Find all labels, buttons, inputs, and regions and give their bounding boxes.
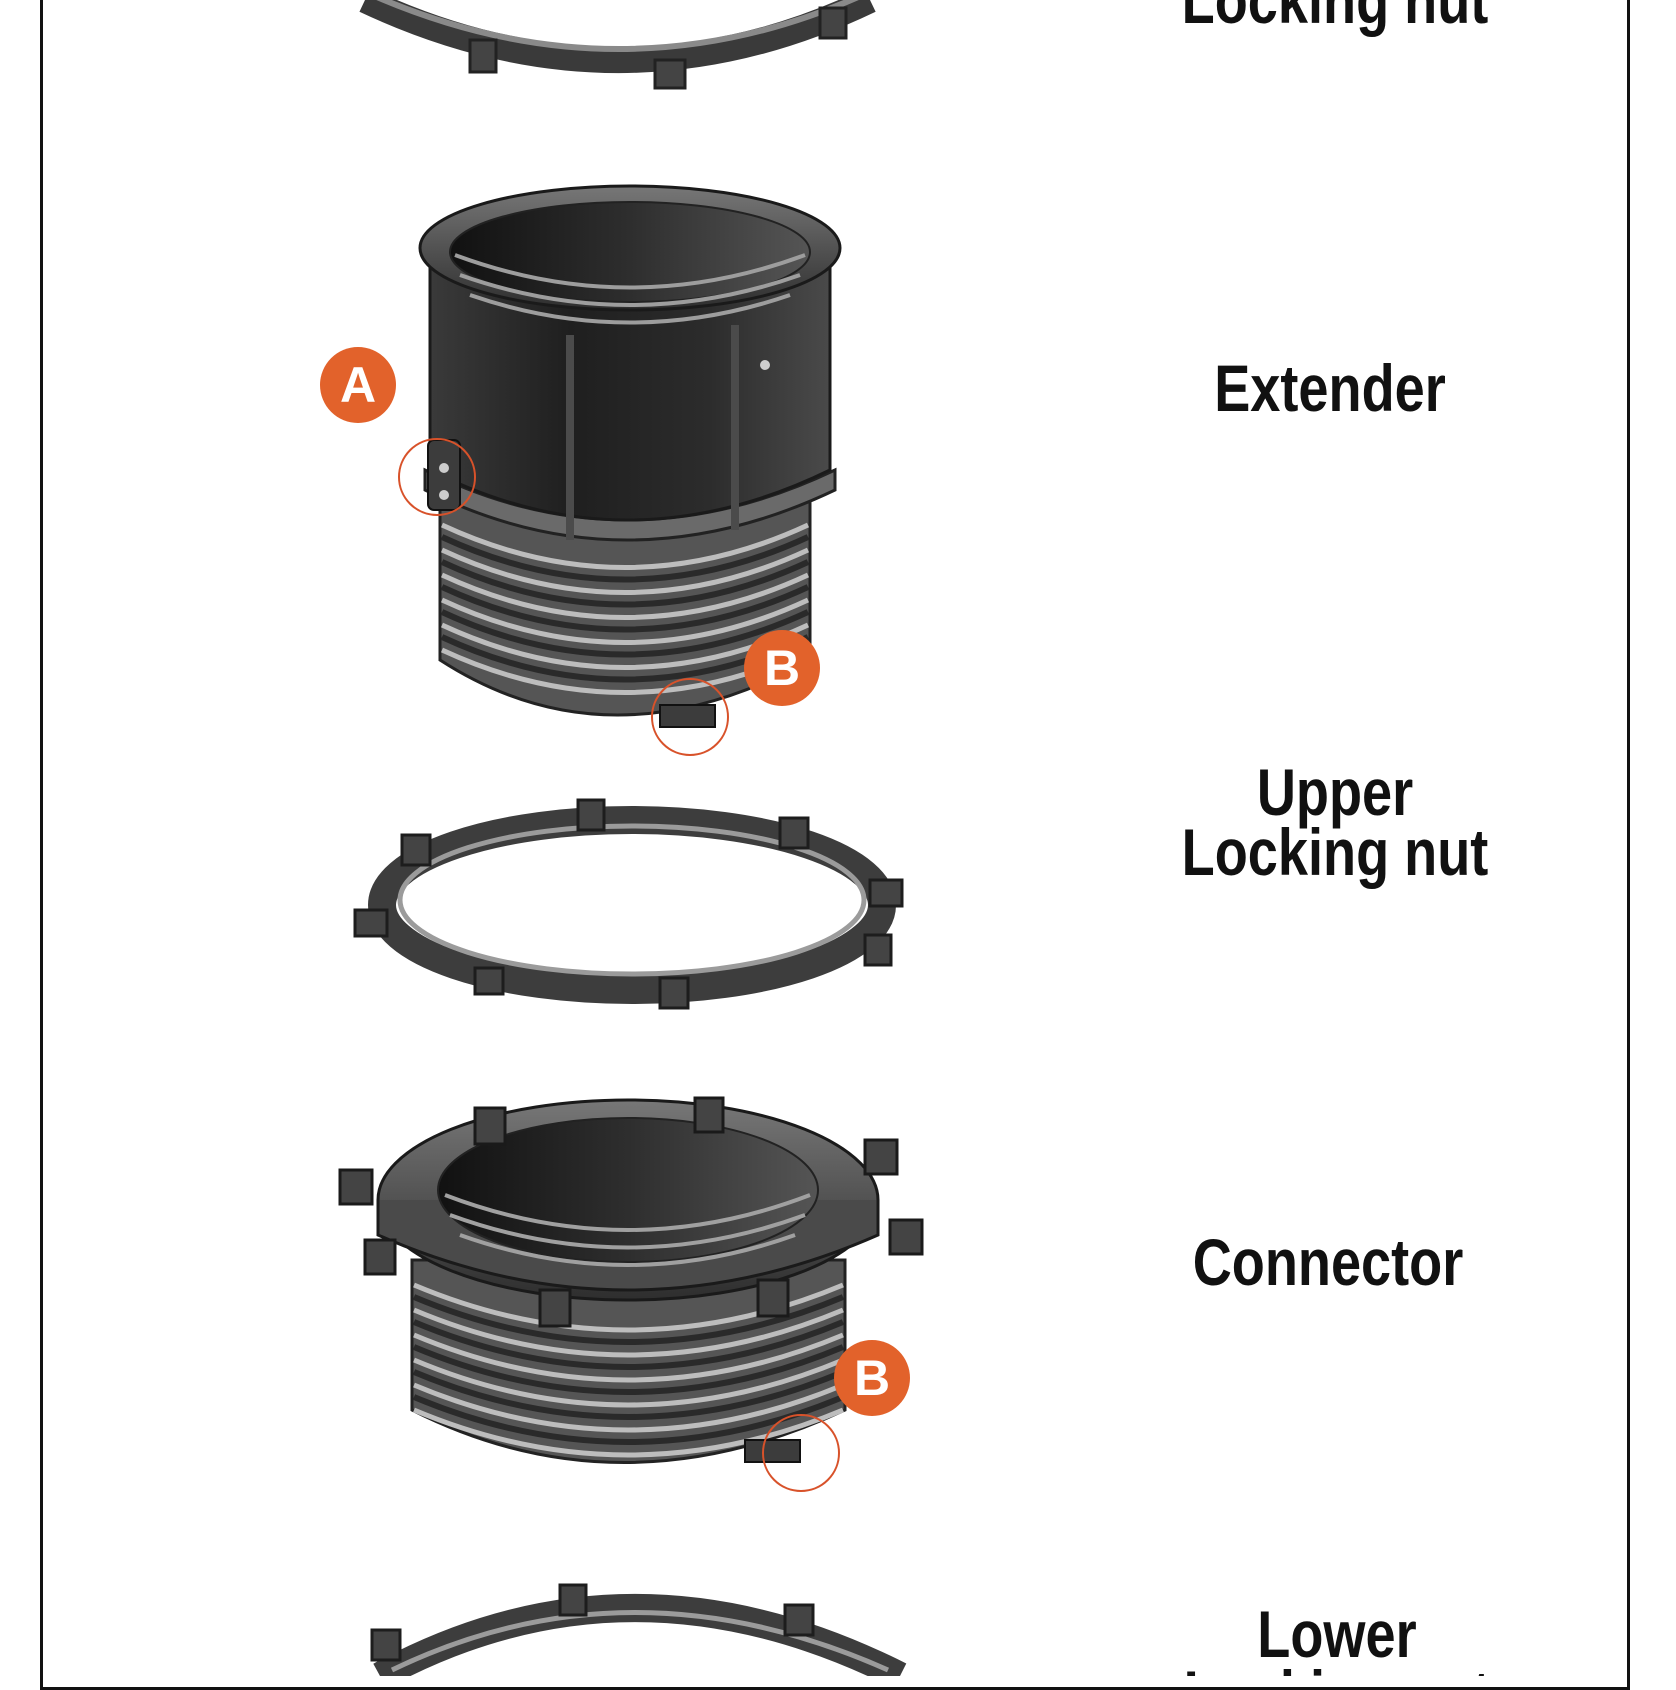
label-upper-locking-nut-line1: Upper — [1256, 755, 1414, 829]
top-locking-nut-part — [359, 0, 876, 90]
callout-b-extender-ring — [651, 678, 729, 756]
callout-b-connector-badge: B — [834, 1340, 910, 1416]
label-top-locking-nut: Locking nut — [1181, 0, 1489, 37]
upper-locking-nut-part — [353, 798, 904, 1010]
callout-a-ring — [398, 438, 476, 516]
label-upper-locking-nut-line2: Locking nut — [1181, 815, 1489, 889]
label-extender: Extender — [1214, 351, 1446, 425]
callout-b-connector-ring — [762, 1414, 840, 1492]
label-connector: Connector — [1192, 1225, 1464, 1299]
label-lower-locking-nut-line2: Locking nut — [1124, 1664, 1550, 1676]
callout-a-badge: A — [320, 347, 396, 423]
lower-locking-nut-part — [370, 1583, 907, 1676]
connector-part — [338, 1096, 924, 1464]
label-lower-locking-nut-line1: Lower — [1257, 1597, 1417, 1671]
callout-b-extender-badge: B — [744, 630, 820, 706]
extender-part — [418, 184, 842, 728]
